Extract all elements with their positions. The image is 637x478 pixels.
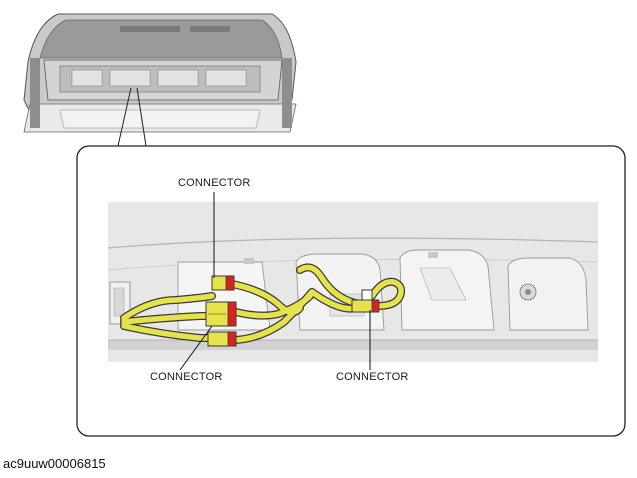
leader-line-left (117, 87, 132, 147)
leader-line-right (136, 87, 147, 147)
connector-label-bottom-right: CONNECTOR (336, 371, 409, 383)
callout-line-bottom-left (179, 325, 213, 371)
connector-label-top: CONNECTOR (178, 177, 251, 189)
reference-code: ac9uuw00006815 (3, 456, 106, 471)
connector-right (351, 299, 380, 313)
connector-label-bottom-left: CONNECTOR (150, 371, 223, 383)
connector-top (211, 275, 235, 291)
connector-middle (205, 301, 237, 327)
connector-bottom (207, 331, 237, 347)
vehicle-overview (23, 13, 297, 133)
